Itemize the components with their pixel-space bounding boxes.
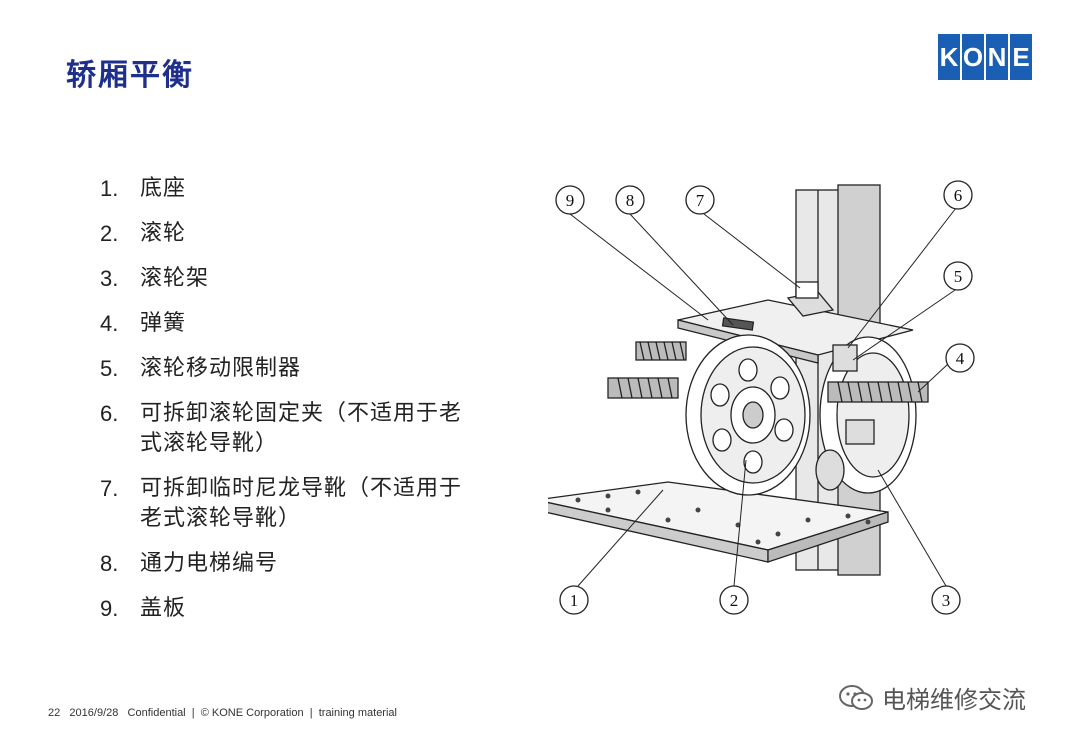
item-text: 弹簧: [140, 311, 187, 336]
footer-separator: |: [191, 707, 195, 719]
parts-list: 1. 底座 2. 滚轮 3. 滚轮架 4. 弹簧 5. 滚轮移动限制器 6. 可拆卸滚轮固定…: [100, 174, 490, 639]
footer-confidential: Confidential: [127, 707, 186, 719]
logo-letter-o: O: [962, 34, 984, 80]
list-item: 3. 滚轮架: [100, 264, 490, 294]
logo-letter-k: K: [938, 34, 960, 80]
roller-guide-diagram: 9 8 7 6 5 4 1 2 3: [548, 180, 975, 615]
kone-logo: K O N E: [938, 34, 1032, 80]
roller-clip: [845, 419, 875, 445]
item-text: 滚轮移动限制器: [140, 356, 302, 381]
item-number: 8.: [100, 551, 119, 576]
spring-right: [827, 381, 929, 403]
callout-label-8: 8: [626, 191, 635, 210]
callout-5: [943, 261, 973, 291]
item-number: 4.: [100, 311, 119, 336]
callout-9: [555, 185, 585, 215]
nameplate: [721, 317, 755, 331]
roller-arm: [815, 449, 845, 491]
callout-label-1: 1: [570, 591, 579, 610]
item-text: 通力电梯编号: [140, 551, 279, 576]
item-text: 底座: [140, 176, 187, 201]
item-text: 可拆卸滚轮固定夹（不适用于老式滚轮导靴）: [140, 401, 463, 456]
wechat-watermark: 电梯维修交流: [838, 680, 1026, 715]
callout-7: [685, 185, 715, 215]
callout-label-5: 5: [954, 267, 963, 286]
slide-title: 轿厢平衡: [66, 58, 194, 93]
callout-label-2: 2: [730, 591, 739, 610]
wechat-icon: [839, 684, 873, 710]
callout-label-9: 9: [566, 191, 575, 210]
list-item: 9. 盖板: [100, 594, 490, 624]
list-item: 4. 弹簧: [100, 309, 490, 339]
item-number: 3.: [100, 266, 119, 291]
watermark-text: 电梯维修交流: [882, 686, 1026, 714]
roller-limiter: [832, 344, 858, 372]
callout-label-6: 6: [954, 186, 963, 205]
footer-copyright: © KONE Corporation: [200, 707, 304, 719]
callout-3: [931, 585, 961, 615]
footer-material: training material: [318, 707, 397, 719]
item-text: 可拆卸临时尼龙导靴（不适用于老式滚轮导靴）: [140, 476, 463, 531]
item-text: 滚轮架: [140, 266, 210, 291]
callout-1: [559, 585, 589, 615]
item-number: 7.: [100, 476, 119, 501]
callout-6: [943, 180, 973, 210]
item-number: 5.: [100, 356, 119, 381]
callout-2: [719, 585, 749, 615]
callout-group: [555, 180, 975, 615]
callout-4: [945, 343, 975, 373]
logo-letter-n: N: [986, 34, 1008, 80]
item-number: 1.: [100, 176, 119, 201]
item-text: 滚轮: [140, 221, 187, 246]
callout-8: [615, 185, 645, 215]
list-item: 7. 可拆卸临时尼龙导靴（不适用于老式滚轮导靴）: [100, 474, 490, 534]
callout-label-3: 3: [942, 591, 951, 610]
spring-left: [607, 341, 687, 399]
item-number: 9.: [100, 596, 119, 621]
slide-footer: 22 2016/9/28 Confidential | © KONE Corpo…: [48, 707, 397, 719]
logo-letter-e: E: [1010, 34, 1032, 80]
callout-label-4: 4: [956, 349, 965, 368]
list-item: 6. 可拆卸滚轮固定夹（不适用于老式滚轮导靴）: [100, 399, 490, 459]
list-item: 5. 滚轮移动限制器: [100, 354, 490, 384]
callout-label-7: 7: [696, 191, 705, 210]
list-item: 1. 底座: [100, 174, 490, 204]
page-number: 22: [48, 707, 61, 719]
footer-date: 2016/9/28: [69, 707, 119, 719]
list-item: 8. 通力电梯编号: [100, 549, 490, 579]
item-text: 盖板: [140, 596, 187, 621]
item-number: 6.: [100, 401, 119, 426]
footer-separator: |: [309, 707, 313, 719]
item-number: 2.: [100, 221, 119, 246]
list-item: 2. 滚轮: [100, 219, 490, 249]
